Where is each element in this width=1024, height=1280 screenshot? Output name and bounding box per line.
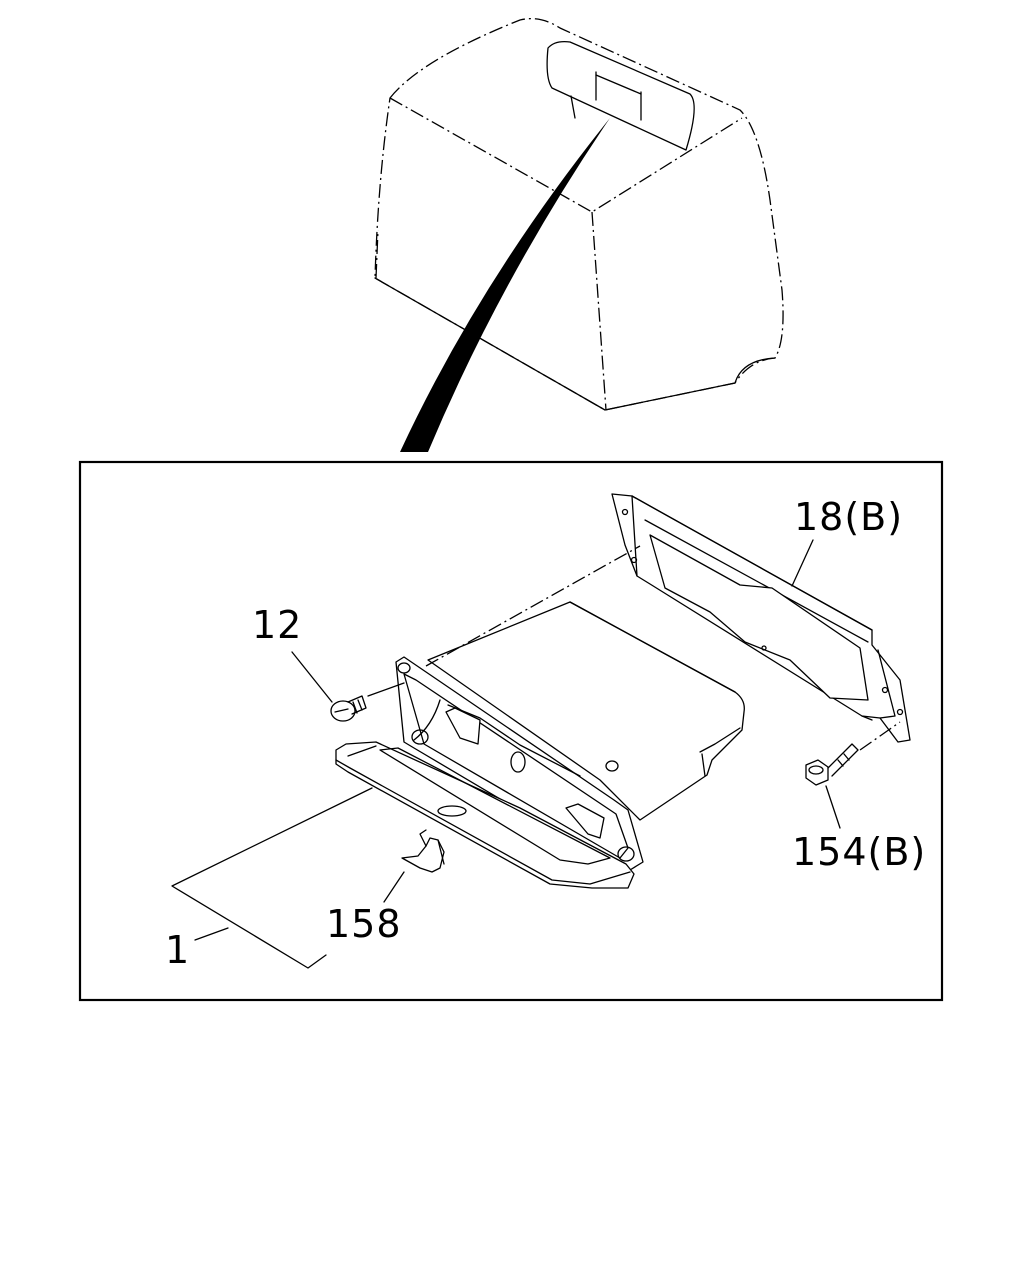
lamp-housing (395, 601, 745, 871)
bolt-154 (805, 743, 859, 786)
leader-lines (171, 539, 901, 969)
callout-1: 1 (165, 928, 191, 972)
callout-158: 158 (326, 902, 402, 946)
screw-12 (330, 695, 367, 722)
lens-cover (335, 741, 635, 889)
clip-158 (401, 829, 445, 873)
detail-frame (78, 460, 944, 1002)
mounting-bracket (611, 493, 911, 743)
callout-12: 12 (252, 603, 303, 647)
callout-154b: 154(B) (792, 830, 927, 874)
cab-outline (374, 17, 784, 452)
callout-18b: 18(B) (794, 495, 904, 539)
